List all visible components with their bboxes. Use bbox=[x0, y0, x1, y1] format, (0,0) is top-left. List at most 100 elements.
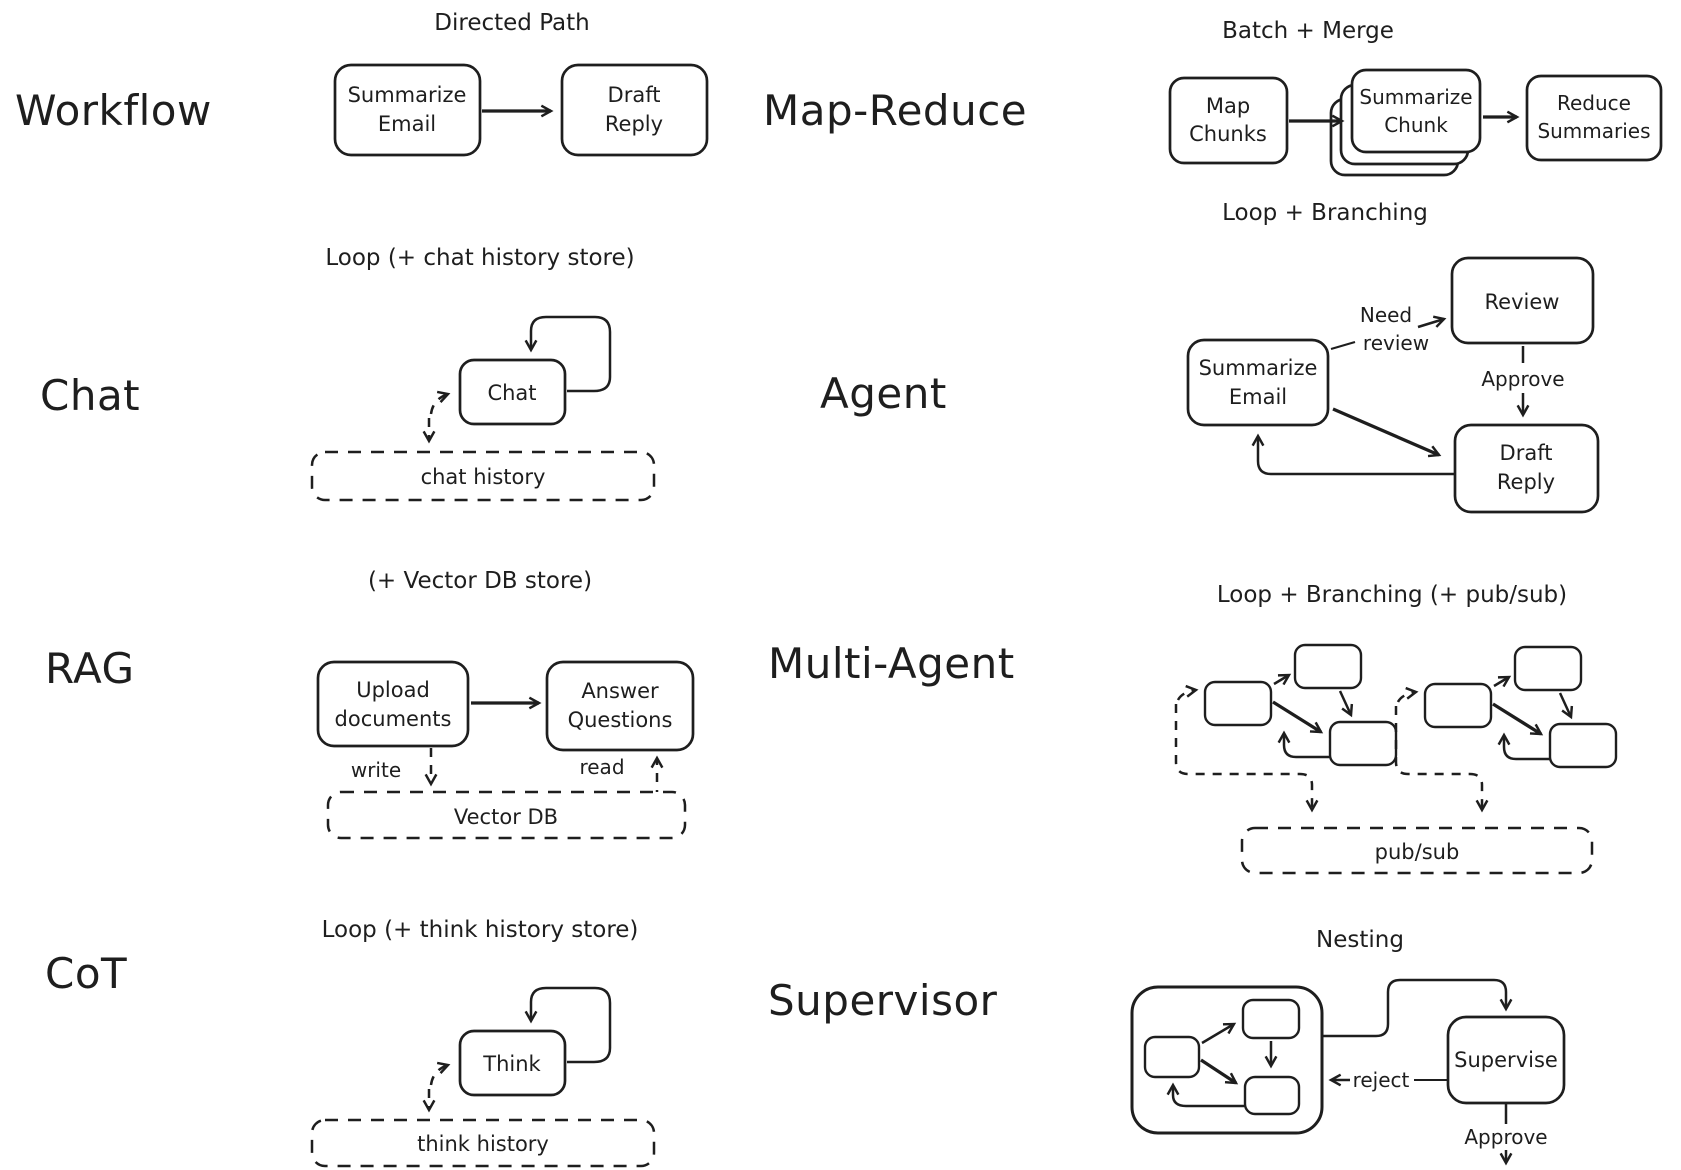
agent-title: Loop + Branching bbox=[1222, 200, 1428, 226]
cluster-left-arrow-down bbox=[1338, 690, 1354, 718]
summarize-chunk-line1: Summarize bbox=[1359, 85, 1472, 109]
cot-node bbox=[458, 1029, 567, 1097]
section-agent: Agent Loop + Branching Summarize Email R… bbox=[820, 200, 1600, 514]
rag-node-answer-questions bbox=[545, 660, 695, 752]
cot-think-history-text: think history bbox=[417, 1132, 549, 1156]
chat-title: Loop (+ chat history store) bbox=[325, 245, 634, 271]
agent-edge-approve: Approve bbox=[1481, 367, 1564, 391]
rag-label: RAG bbox=[45, 644, 135, 693]
agent-draft-line1: Draft bbox=[1500, 441, 1553, 465]
agent-return-arrow bbox=[1251, 433, 1455, 476]
workflow-node-summarize-email-line1: Summarize bbox=[348, 83, 467, 107]
cluster-left-bottom-node bbox=[1328, 720, 1398, 767]
rag-edge-read: read bbox=[579, 755, 624, 779]
supervisor-inner-top-node bbox=[1241, 998, 1301, 1040]
supervisor-inner-return-arrow bbox=[1166, 1082, 1245, 1108]
agent-summarize-line2: Email bbox=[1229, 385, 1287, 409]
map-reduce-node-map-chunks bbox=[1168, 76, 1289, 165]
multi-agent-pubsub-store bbox=[1240, 826, 1594, 875]
cluster-right-arrow-diagonal bbox=[1492, 702, 1544, 736]
section-chat: Chat Loop (+ chat history store) Chat ch… bbox=[40, 245, 656, 502]
chat-loop-arrow bbox=[524, 315, 612, 393]
agent-edge-need-line1: Need bbox=[1360, 303, 1412, 327]
supervisor-inner-arrow-diagonal bbox=[1200, 1058, 1239, 1085]
multi-agent-title: Loop + Branching (+ pub/sub) bbox=[1217, 582, 1567, 608]
section-multi-agent: Multi-Agent Loop + Branching (+ pub/sub) bbox=[768, 582, 1618, 875]
supervisor-title: Nesting bbox=[1316, 927, 1404, 953]
cluster-left-return-arrow bbox=[1277, 730, 1330, 759]
supervisor-connector-arrow bbox=[1322, 978, 1513, 1038]
reduce-summaries-line1: Reduce bbox=[1557, 91, 1631, 115]
multi-agent-cluster-left bbox=[1174, 643, 1398, 813]
cluster-right-arrow-up bbox=[1493, 675, 1512, 688]
workflow-node-draft-reply bbox=[560, 63, 709, 157]
agent-draft-line2: Reply bbox=[1497, 470, 1555, 494]
chat-history-store-text: chat history bbox=[421, 465, 546, 489]
map-reduce-label: Map-Reduce bbox=[763, 86, 1027, 135]
rag-upload-line2: documents bbox=[335, 707, 452, 731]
cluster-right-bottom-node bbox=[1548, 722, 1618, 769]
section-rag: RAG (+ Vector DB store) Upload documents… bbox=[45, 568, 695, 840]
agent-node-draft-reply bbox=[1453, 423, 1600, 514]
section-map-reduce: Map-Reduce Batch + Merge Map Chunks Summ… bbox=[763, 18, 1663, 177]
cluster-right-return-arrow bbox=[1497, 732, 1550, 761]
cot-label: CoT bbox=[45, 949, 127, 998]
cluster-left-top-node bbox=[1293, 643, 1363, 690]
cluster-right-top-node bbox=[1513, 645, 1583, 692]
agent-diagonal-arrow bbox=[1332, 407, 1442, 458]
supervisor-edge-reject: reject bbox=[1353, 1068, 1410, 1092]
agent-review-text: Review bbox=[1485, 290, 1560, 314]
supervisor-supervise-text: Supervise bbox=[1454, 1048, 1558, 1072]
cot-title: Loop (+ think history store) bbox=[322, 917, 639, 943]
cluster-left-left-node bbox=[1203, 680, 1273, 727]
cluster-right-arrow-down bbox=[1558, 692, 1574, 720]
workflow-node-draft-reply-line2: Reply bbox=[605, 112, 663, 136]
supervisor-label: Supervisor bbox=[768, 976, 998, 1025]
supervisor-inner-arrow-up bbox=[1201, 1022, 1237, 1045]
agent-node-review bbox=[1450, 256, 1595, 345]
workflow-title: Directed Path bbox=[434, 10, 589, 36]
multi-agent-pubsub-text: pub/sub bbox=[1375, 840, 1460, 864]
cot-store-read-arrow bbox=[429, 1061, 451, 1086]
cluster-left-entry-arrow bbox=[1176, 684, 1199, 701]
cluster-right-pubsub-arrow bbox=[1394, 706, 1489, 813]
rag-answer-line1: Answer bbox=[581, 679, 659, 703]
cot-loop-arrow bbox=[524, 986, 612, 1064]
rag-upload-line1: Upload bbox=[356, 678, 430, 702]
rag-title: (+ Vector DB store) bbox=[368, 568, 592, 594]
rag-vector-db-store bbox=[326, 790, 687, 840]
chat-node bbox=[458, 358, 567, 426]
workflow-node-summarize-email-line2: Email bbox=[378, 112, 436, 136]
map-chunks-line2: Chunks bbox=[1189, 122, 1267, 146]
agent-edge-need-line2: review bbox=[1363, 331, 1429, 355]
supervisor-inner-left-node bbox=[1143, 1035, 1201, 1079]
rag-edge-write: write bbox=[351, 758, 401, 782]
rag-answer-line2: Questions bbox=[568, 708, 673, 732]
cluster-right-left-node bbox=[1423, 682, 1493, 729]
supervisor-inner-bottom-node bbox=[1243, 1075, 1301, 1116]
agent-label: Agent bbox=[820, 369, 947, 418]
map-reduce-node-reduce-summaries bbox=[1525, 74, 1663, 162]
agent-summarize-line1: Summarize bbox=[1199, 356, 1318, 380]
chat-node-text: Chat bbox=[487, 381, 536, 405]
rag-node-upload-documents bbox=[316, 660, 470, 748]
agent-need-review-connector bbox=[1330, 340, 1356, 351]
cot-think-history-store bbox=[310, 1118, 656, 1168]
chat-store-read-arrow bbox=[429, 390, 451, 415]
agent-node-summarize-email bbox=[1186, 338, 1330, 427]
cluster-left-arrow-diagonal bbox=[1272, 700, 1324, 734]
map-chunks-line1: Map bbox=[1206, 94, 1250, 118]
map-reduce-title: Batch + Merge bbox=[1222, 18, 1394, 44]
map-reduce-node-summarize-chunk bbox=[1350, 68, 1482, 154]
workflow-node-draft-reply-line1: Draft bbox=[608, 83, 661, 107]
chat-history-store bbox=[310, 450, 656, 502]
summarize-chunk-line2: Chunk bbox=[1384, 113, 1448, 137]
agent-need-review-arrow bbox=[1417, 315, 1447, 329]
rag-vector-db-text: Vector DB bbox=[454, 805, 558, 829]
multi-agent-label: Multi-Agent bbox=[768, 639, 1015, 688]
reduce-summaries-line2: Summaries bbox=[1537, 119, 1650, 143]
workflow-label: Workflow bbox=[15, 86, 212, 135]
cluster-left-arrow-up bbox=[1273, 673, 1292, 686]
